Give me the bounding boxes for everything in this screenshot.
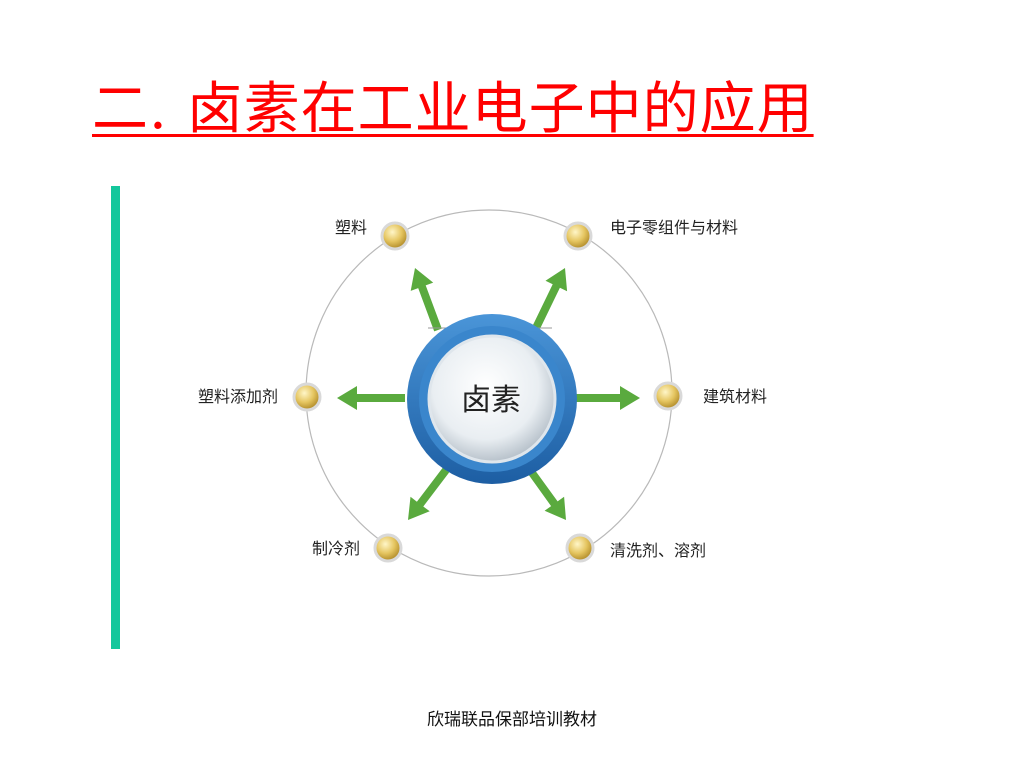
arrow-additive — [337, 386, 405, 410]
footer-text: 欣瑞联品保部培训教材 — [427, 710, 597, 730]
node-building: 建筑材料 — [653, 381, 767, 411]
node-electronics: 电子零组件与材料 — [563, 218, 738, 251]
arrow-cleaning — [526, 467, 566, 520]
node-refrigerant: 制冷剂 — [312, 533, 403, 563]
center-label: 卤素 — [461, 383, 521, 418]
node-plastic: 塑料 — [335, 218, 410, 251]
accent-bar — [111, 186, 120, 649]
node-dot-plastic — [380, 221, 410, 251]
center-hub: 卤素 — [407, 314, 577, 484]
node-label-plastic: 塑料 — [335, 218, 367, 237]
node-dot-refrigerant — [373, 533, 403, 563]
node-additive: 塑料添加剂 — [198, 382, 322, 412]
node-cleaning: 清洗剂、溶剂 — [565, 533, 706, 563]
node-dot-electronics — [563, 221, 593, 251]
node-dot-cleaning — [565, 533, 595, 563]
node-dot-building — [653, 381, 683, 411]
node-label-electronics: 电子零组件与材料 — [610, 218, 738, 237]
arrow-refrigerant — [408, 467, 450, 520]
arrow-building — [575, 386, 640, 410]
node-label-refrigerant: 制冷剂 — [312, 539, 360, 558]
node-dot-additive — [292, 382, 322, 412]
slide-title: 二. 卤素在工业电子中的应用 — [92, 77, 814, 142]
node-label-building: 建筑材料 — [703, 387, 767, 406]
node-label-additive: 塑料添加剂 — [198, 387, 278, 406]
node-label-cleaning: 清洗剂、溶剂 — [610, 541, 706, 560]
arrow-plastic — [410, 268, 442, 332]
arrows — [337, 268, 640, 520]
arrow-electronics — [531, 268, 568, 332]
